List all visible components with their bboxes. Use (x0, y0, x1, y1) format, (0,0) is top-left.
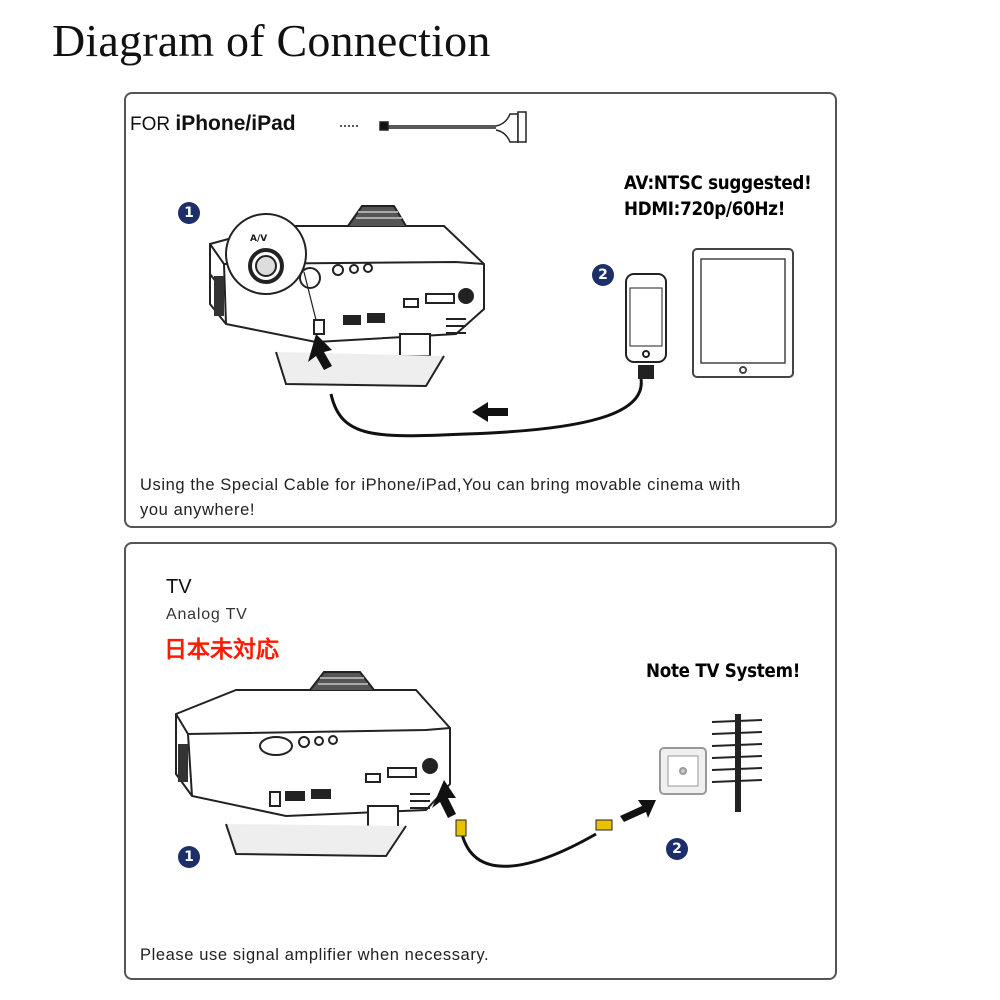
tv-heading: TV (166, 576, 192, 598)
for-device-label: FOR iPhone/iPad (130, 112, 296, 136)
analog-tv-subheading: Analog TV (166, 606, 248, 623)
iphone-illustration (625, 273, 667, 379)
amplifier-caption: Please use signal amplifier when necessa… (140, 946, 490, 964)
arrow-to-antenna (620, 800, 656, 822)
page-title: Diagram of Connection (52, 15, 491, 66)
iphone-connection-illustration (209, 111, 794, 438)
for-prefix: FOR (130, 114, 171, 135)
note-tv-system: Note TV System! (646, 660, 801, 682)
step-badge-1: 1 (178, 202, 200, 224)
iphone-cable-icon (340, 111, 527, 143)
hdmi-resolution-warning: HDMI:720p/60Hz! (624, 198, 786, 220)
rca-plug-right (595, 819, 613, 831)
iphone-to-projector-cable (329, 378, 643, 438)
projector-illustration (209, 205, 485, 388)
caption-line-2: you anywhere! (140, 501, 256, 519)
caption-line-1: Using the Special Cable for iPhone/iPad,… (140, 476, 741, 494)
for-device-name: iPhone/iPad (175, 112, 296, 135)
antenna-jack-illustration (659, 747, 707, 795)
arrow-into-projector (308, 334, 332, 370)
projector-illustration (175, 671, 451, 858)
ipad-illustration (692, 248, 794, 378)
arrow-into-projector (432, 780, 456, 818)
rca-plug-left (455, 819, 467, 837)
iphone-ipad-connection-panel: FOR iPhone/iPad AV:NTSC suggested! HDMI:… (124, 92, 837, 528)
av-ntsc-warning: AV:NTSC suggested! (624, 172, 812, 194)
av-port-magnifier (225, 213, 317, 321)
japan-not-supported-note: 日本未対応 (164, 637, 279, 663)
step-badge-2: 2 (592, 264, 614, 286)
step-badge-2: 2 (666, 838, 688, 860)
tv-antenna-illustration (711, 714, 763, 812)
tv-connection-illustration (175, 671, 763, 868)
cable-direction-arrow (472, 402, 508, 422)
step-badge-1: 1 (178, 846, 200, 868)
rca-cable (460, 832, 597, 868)
av-port-label: A/V (250, 234, 268, 244)
tv-connection-panel: TV Analog TV 日本未対応 Note TV System! 1 2 P… (124, 542, 837, 980)
